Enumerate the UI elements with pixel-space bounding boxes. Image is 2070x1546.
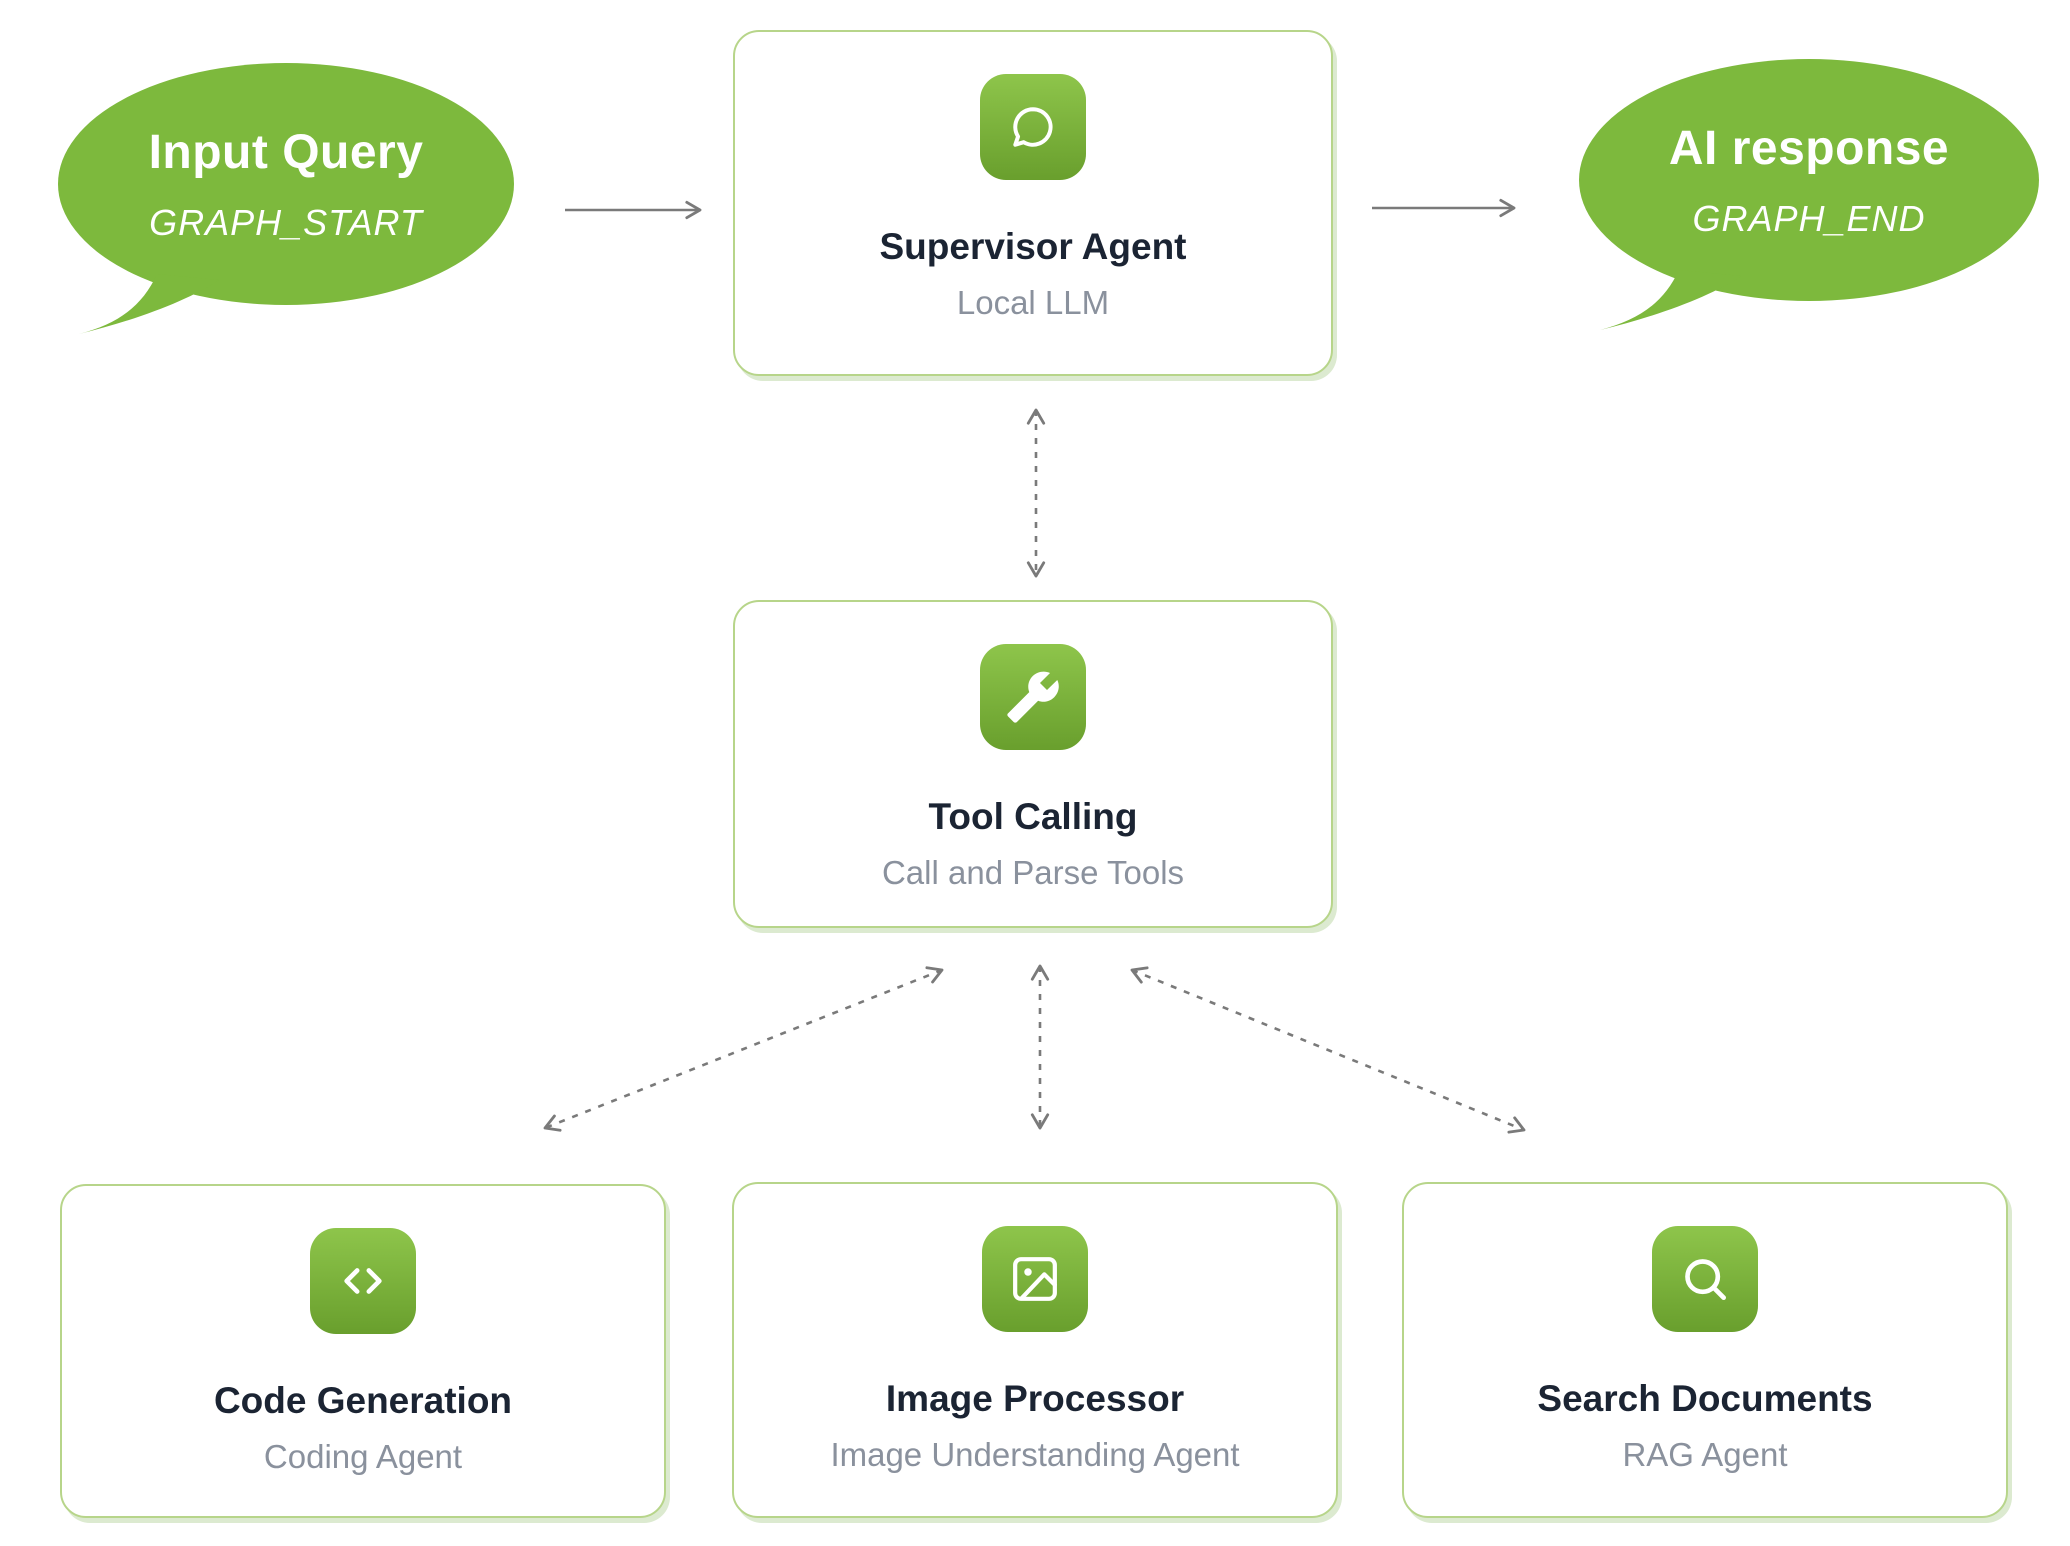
wrench-icon xyxy=(1007,671,1059,723)
node-ai-response: AI response GRAPH_END xyxy=(1578,58,2040,333)
ai-response-title: AI response xyxy=(1668,121,1950,175)
speech-bubble-shape xyxy=(58,63,514,334)
node-search-documents: Search Documents RAG Agent xyxy=(1402,1182,2008,1518)
ai-response-text: AI response GRAPH_END xyxy=(1578,58,2040,302)
supervisor-agent-title: Supervisor Agent xyxy=(879,226,1187,267)
image-icon xyxy=(1013,1257,1057,1301)
arrow-toolcalling-searchdocuments xyxy=(1130,966,1526,1134)
tool-calling-subtitle: Call and Parse Tools xyxy=(881,854,1185,891)
tool-calling-title: Tool Calling xyxy=(928,796,1138,837)
input-query-subtitle: GRAPH_START xyxy=(149,201,423,243)
image-icon-badge xyxy=(982,1226,1088,1332)
code-icon-badge xyxy=(310,1228,416,1334)
input-query-text: Input Query GRAPH_START xyxy=(57,62,515,306)
search-icon-badge xyxy=(1652,1226,1758,1332)
chat-icon xyxy=(1013,107,1053,147)
node-tool-calling: Tool Calling Call and Parse Tools xyxy=(733,600,1333,928)
node-code-generation: Code Generation Coding Agent xyxy=(60,1184,666,1518)
speech-bubble-shape xyxy=(1579,59,2039,330)
image-processor-title: Image Processor xyxy=(885,1378,1185,1419)
code-generation-subtitle: Coding Agent xyxy=(263,1438,463,1475)
input-query-title: Input Query xyxy=(148,125,424,179)
ai-response-subtitle: GRAPH_END xyxy=(1692,197,1926,239)
code-icon xyxy=(344,1268,382,1294)
search-documents-title: Search Documents xyxy=(1537,1378,1873,1419)
image-processor-subtitle: Image Understanding Agent xyxy=(830,1436,1240,1473)
search-documents-subtitle: RAG Agent xyxy=(1622,1436,1788,1473)
code-generation-title: Code Generation xyxy=(213,1380,513,1421)
node-supervisor-agent: Supervisor Agent Local LLM xyxy=(733,30,1333,376)
node-image-processor: Image Processor Image Understanding Agen… xyxy=(732,1182,1338,1518)
search-icon xyxy=(1685,1259,1726,1300)
wrench-icon-badge xyxy=(980,644,1086,750)
supervisor-agent-subtitle: Local LLM xyxy=(956,284,1110,321)
arrow-toolcalling-codegeneration xyxy=(543,966,944,1132)
chat-icon-badge xyxy=(980,74,1086,180)
node-input-query: Input Query GRAPH_START xyxy=(57,62,515,337)
